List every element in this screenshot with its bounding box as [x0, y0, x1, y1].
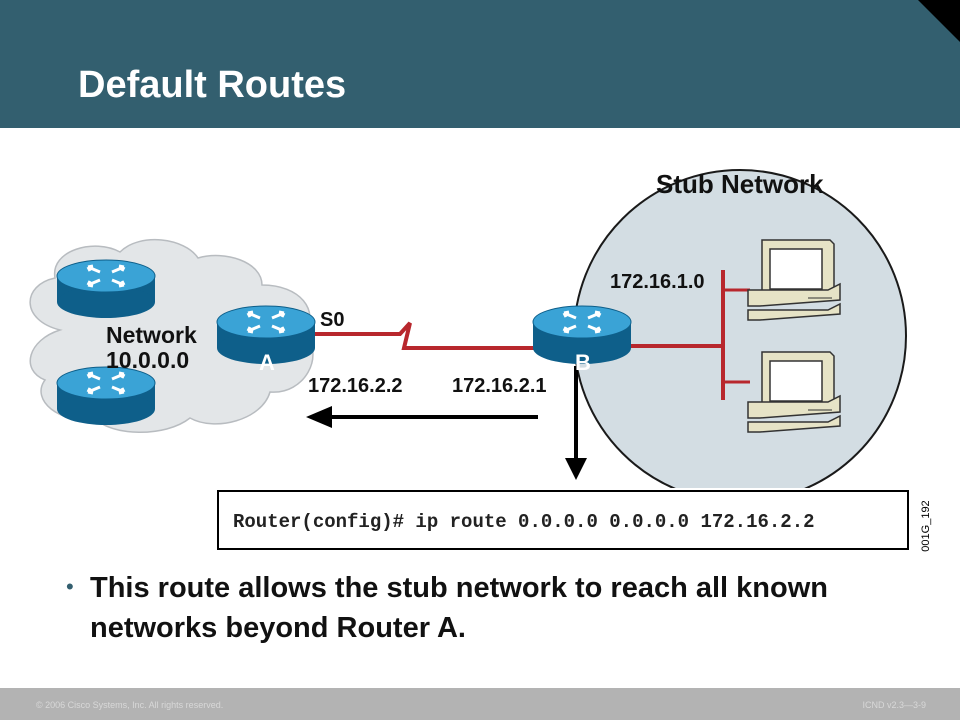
stub-network-label: Stub Network	[656, 169, 824, 199]
network-diagram: Stub Network 172.16.1.0 Network 10.0.0.0…	[29, 169, 907, 488]
slide-footer: © 2006 Cisco Systems, Inc. All rights re…	[0, 688, 960, 720]
router-b-icon	[532, 305, 632, 364]
router-a-label: A	[259, 350, 275, 375]
figure-id-label: 001G_192	[920, 500, 932, 552]
corner-fold-decoration	[918, 0, 960, 42]
network-label: Network	[106, 322, 197, 348]
command-text: Router(config)# ip route 0.0.0.0 0.0.0.0…	[233, 511, 815, 533]
stub-subnet-label: 172.16.1.0	[610, 271, 705, 293]
stub-lan-links	[630, 270, 750, 400]
router-icon	[56, 259, 156, 318]
arrow-left-icon	[306, 406, 538, 428]
course-id-text: ICND v2.3—3-9	[862, 700, 926, 710]
slide-title: Default Routes	[78, 64, 347, 106]
bullet-dot: •	[66, 574, 74, 599]
workstation-icon	[747, 351, 841, 433]
router-a-icon	[216, 305, 316, 364]
router-b-label: B	[575, 350, 591, 375]
bullet-text: This route allows the stub network to re…	[90, 572, 828, 644]
command-box: Router(config)# ip route 0.0.0.0 0.0.0.0…	[217, 490, 909, 550]
router-icon	[56, 366, 156, 425]
router-b-ip-label: 172.16.2.1	[452, 375, 547, 397]
workstation-icon	[747, 239, 841, 321]
interface-label: S0	[320, 309, 344, 331]
slide-header: Default Routes	[0, 0, 960, 128]
router-a-ip-label: 172.16.2.2	[308, 375, 403, 397]
serial-link	[314, 321, 540, 350]
arrow-down-icon	[565, 366, 587, 480]
copyright-text: © 2006 Cisco Systems, Inc. All rights re…	[36, 700, 224, 710]
network-address-label: 10.0.0.0	[106, 347, 189, 373]
